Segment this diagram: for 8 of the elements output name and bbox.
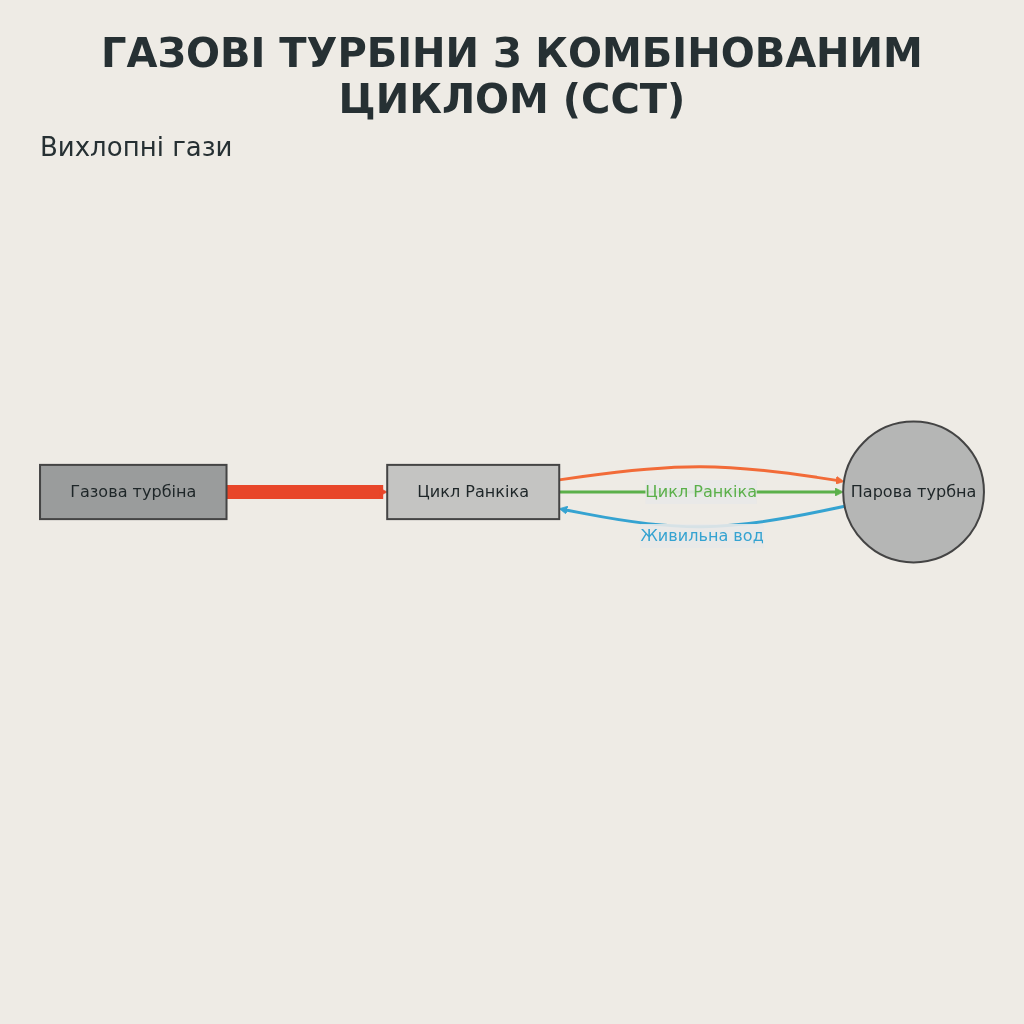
node-box bbox=[386, 463, 561, 521]
arrow bbox=[559, 465, 845, 485]
annotation-text: Вихлопні гази bbox=[40, 132, 233, 162]
arrow bbox=[226, 484, 388, 500]
node-circle bbox=[842, 420, 985, 564]
node-box bbox=[39, 463, 228, 521]
flow-diagram: Цикл Ранкіка Живильна вод Газова турбіна Цикл Ранкіка Парова турбна bbox=[32, 172, 992, 812]
diagram-title: ГАЗОВІ ТУРБІНИ З КОМБІНОВАНИМ ЦИКЛОМ (ССТ) bbox=[100, 30, 924, 122]
